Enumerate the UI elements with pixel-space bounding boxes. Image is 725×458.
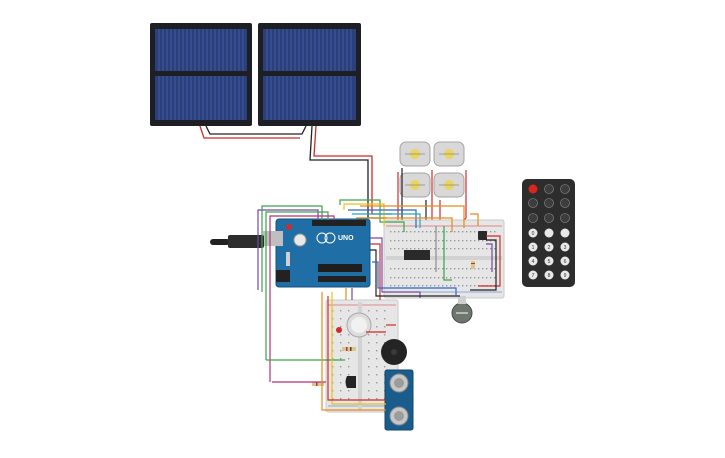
led-red[interactable] <box>336 327 342 333</box>
buzzer[interactable] <box>381 339 407 365</box>
temperature-sensor[interactable] <box>345 376 357 388</box>
ir-receiver[interactable] <box>478 231 487 240</box>
arduino-uno[interactable]: UNO <box>263 218 371 288</box>
photoresistor[interactable] <box>346 312 372 338</box>
dc-motor-3[interactable] <box>399 172 431 198</box>
resistor-main <box>471 261 475 269</box>
remote-digit-4: 4 <box>532 259 535 265</box>
remote-digit-2: 2 <box>548 245 551 251</box>
dc-motor-4[interactable] <box>433 172 465 198</box>
remote-digit-0: 0 <box>532 231 535 237</box>
resistor-lower-2 <box>312 382 324 386</box>
jumper-wires <box>257 199 501 411</box>
motor-driver-chip[interactable] <box>404 250 430 260</box>
usb-cable <box>210 235 264 248</box>
ultrasonic-sensor[interactable] <box>384 369 414 431</box>
potentiometer[interactable] <box>451 296 473 324</box>
arduino-logo-text: UNO <box>338 235 354 242</box>
remote-digit-5: 5 <box>548 259 551 265</box>
remote-digit-8: 8 <box>548 273 551 279</box>
remote-digit-3: 3 <box>564 245 567 251</box>
remote-digit-1: 1 <box>532 245 535 251</box>
dc-motor-2[interactable] <box>433 141 465 167</box>
remote-digit-9: 9 <box>564 273 567 279</box>
solar-panel-right[interactable] <box>258 23 361 126</box>
remote-digit-7: 7 <box>532 273 535 279</box>
ir-remote[interactable]: 0 1 2 3 4 5 6 7 8 9 <box>522 179 575 287</box>
solar-panel-left[interactable] <box>150 23 252 126</box>
dc-motor-1[interactable] <box>399 141 431 167</box>
resistor-lower-1 <box>342 347 356 351</box>
remote-digit-6: 6 <box>564 259 567 265</box>
remote-power-button <box>528 184 538 194</box>
